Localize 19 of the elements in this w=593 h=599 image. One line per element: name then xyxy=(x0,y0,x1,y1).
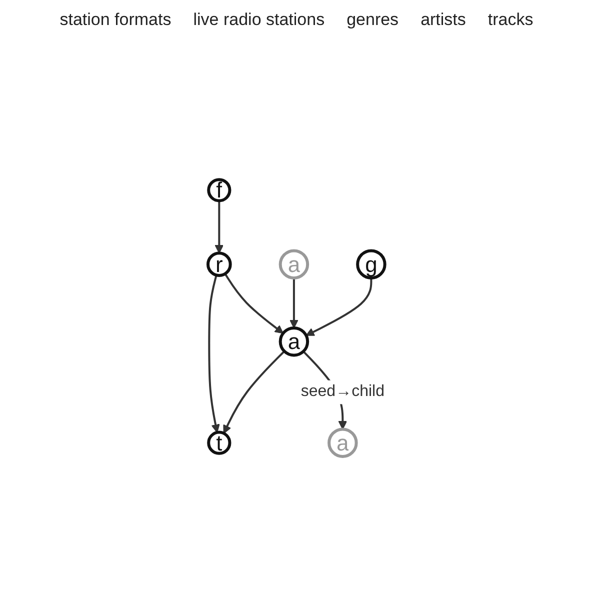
node-circle: f xyxy=(207,178,232,202)
arrow xyxy=(223,350,286,434)
node-circle: t xyxy=(207,430,232,455)
arrow xyxy=(224,273,284,334)
edge-label: seed→child xyxy=(300,383,385,400)
arrow xyxy=(208,274,220,433)
axis-label: live radio stations xyxy=(193,10,325,30)
node-circle: g xyxy=(356,249,386,280)
node-circle: r xyxy=(206,252,232,277)
arrow xyxy=(290,278,298,328)
axis-label: tracks xyxy=(488,10,534,30)
axis-label: station formats xyxy=(60,10,172,30)
arrow xyxy=(306,278,372,336)
axis-label: artists xyxy=(420,10,466,30)
axis-label: genres xyxy=(346,10,399,30)
node-circle: a xyxy=(278,326,310,357)
node-circle: a xyxy=(278,249,310,280)
arrow xyxy=(214,200,224,254)
node-circle: a xyxy=(328,428,358,458)
